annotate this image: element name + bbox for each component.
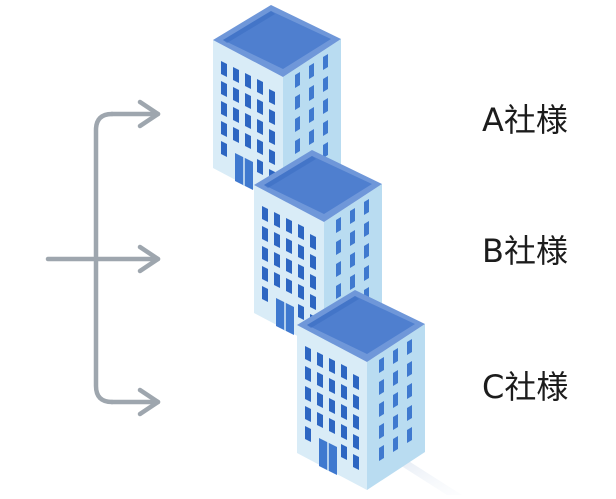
bracket-arrow-icon — [45, 99, 161, 417]
company-label-b: B社様 — [482, 232, 568, 270]
arrow-head-c — [137, 387, 161, 417]
office-building-icon — [296, 289, 463, 496]
company-label-a: A社様 — [482, 101, 568, 139]
company-label-c: C社様 — [482, 368, 569, 406]
arrow-head-b — [137, 244, 161, 274]
arrow-head-a — [137, 99, 161, 129]
